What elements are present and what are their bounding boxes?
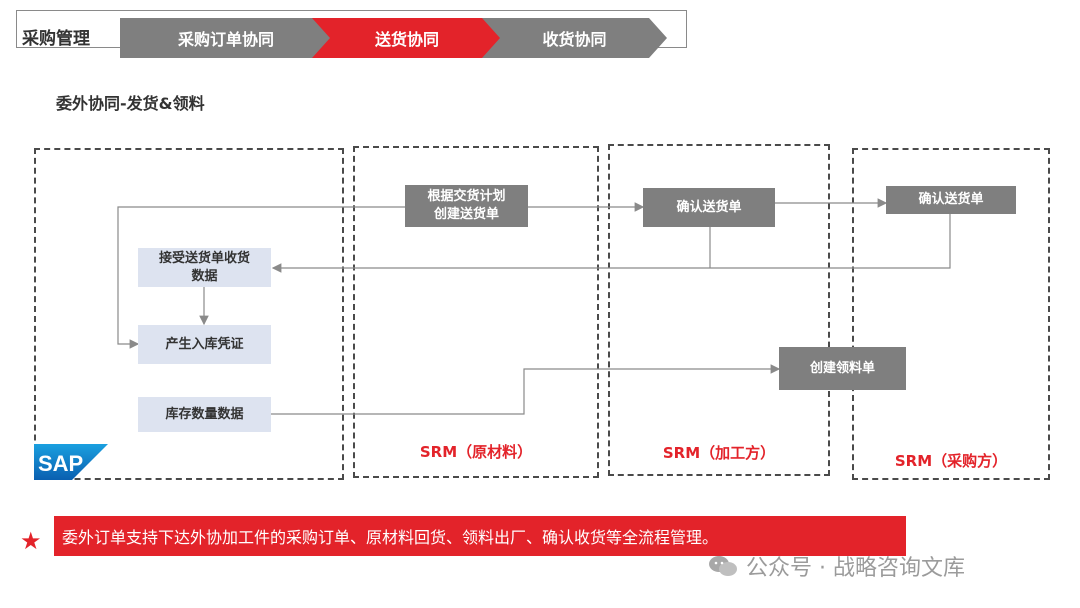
watermark-text: 公众号 · 战略咨询文库 bbox=[746, 556, 965, 581]
step-label: 送货协同 bbox=[374, 30, 439, 49]
box-label: 产生入库凭证 bbox=[165, 336, 244, 352]
star-icon: ★ bbox=[20, 527, 42, 555]
summary-note: 委外订单支持下达外协加工件的采购订单、原材料回货、领料出厂、确认收货等全流程管理… bbox=[54, 516, 906, 556]
inventory-data-box[interactable]: 库存数量数据 bbox=[138, 397, 271, 432]
create-picking-list-box[interactable]: 创建领料单 bbox=[779, 347, 906, 390]
sap-logo: SAP bbox=[34, 444, 108, 480]
step-purchase-order[interactable]: 采购订单协同 bbox=[120, 18, 332, 58]
step-delivery[interactable]: 送货协同 bbox=[312, 18, 502, 58]
lane-label-raw: SRM（原材料） bbox=[419, 443, 533, 461]
box-label: 库存数量数据 bbox=[165, 406, 244, 422]
summary-text: 委外订单支持下达外协加工件的采购订单、原材料回货、领料出厂、确认收货等全流程管理… bbox=[62, 528, 719, 547]
svg-text:SAP: SAP bbox=[38, 451, 83, 476]
lane-srm-raw bbox=[353, 146, 599, 478]
page-subtitle: 委外协同-发货&领料 bbox=[56, 94, 205, 113]
watermark: 公众号 · 战略咨询文库 bbox=[708, 550, 965, 582]
step-receiving[interactable]: 收货协同 bbox=[482, 18, 667, 58]
wechat-icon bbox=[709, 556, 737, 576]
generate-voucher-box[interactable]: 产生入库凭证 bbox=[138, 325, 271, 364]
lane-srm-buyer bbox=[852, 148, 1050, 480]
lane-sap bbox=[34, 148, 344, 480]
box-label: 创建领料单 bbox=[809, 360, 875, 376]
create-delivery-note-box[interactable]: 根据交货计划创建送货单 bbox=[405, 185, 528, 227]
processor-confirm-delivery-box[interactable]: 确认送货单 bbox=[643, 188, 775, 227]
box-label: 确认送货单 bbox=[676, 199, 742, 215]
box-label: 确认送货单 bbox=[918, 192, 984, 207]
section-label: 采购管理 bbox=[22, 29, 90, 49]
receive-delivery-data-box[interactable]: 接受送货单收货数据 bbox=[138, 248, 271, 287]
lane-srm-processor bbox=[608, 144, 830, 476]
box-label: 根据交货计划创建送货单 bbox=[427, 189, 506, 222]
step-label: 收货协同 bbox=[542, 30, 607, 49]
buyer-confirm-delivery-box[interactable]: 确认送货单 bbox=[886, 186, 1016, 214]
box-label: 接受送货单收货数据 bbox=[158, 250, 250, 284]
step-label: 采购订单协同 bbox=[177, 30, 274, 49]
lane-label-buyer: SRM（采购方） bbox=[894, 452, 1008, 470]
lane-label-processor: SRM（加工方） bbox=[662, 444, 776, 462]
